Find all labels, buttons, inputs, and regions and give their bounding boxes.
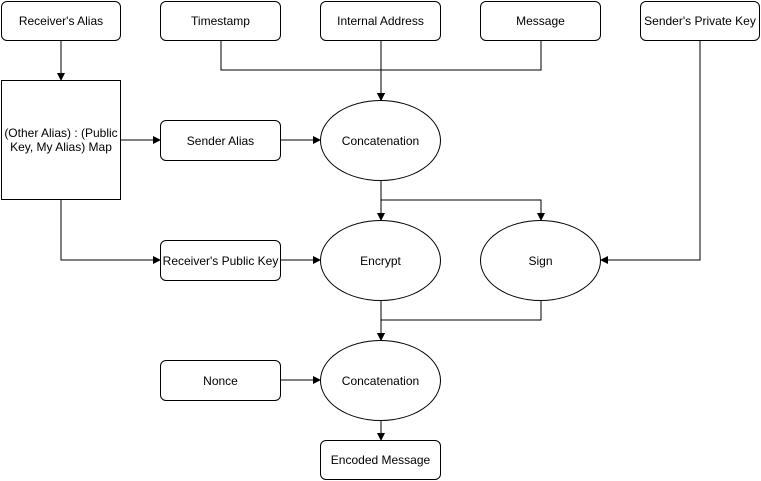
- node-encrypt: Encrypt: [320, 220, 441, 301]
- node-encoded-message: Encoded Message: [320, 440, 441, 480]
- node-nonce: Nonce: [160, 360, 281, 401]
- edge-alias-map-to-receivers-public-key: [60, 200, 161, 264]
- node-alias-map: (Other Alias) : (Public Key, My Alias) M…: [1, 80, 121, 200]
- node-receivers-alias: Receiver's Alias: [1, 1, 121, 41]
- node-sender-alias: Sender Alias: [160, 120, 281, 161]
- node-concatenation-2: Concatenation: [320, 340, 441, 421]
- edge-sign-to-concatenation-2: [377, 301, 542, 341]
- edge-timestamp-to-concatenation-1: [220, 41, 385, 101]
- node-receivers-public-key: Receiver's Public Key: [160, 240, 281, 281]
- node-timestamp: Timestamp: [160, 1, 281, 41]
- node-internal-address: Internal Address: [320, 1, 441, 41]
- node-concatenation-1: Concatenation: [320, 100, 441, 181]
- node-senders-private-key: Sender's Private Key: [640, 1, 760, 41]
- edge-message-to-concatenation-1: [377, 41, 542, 101]
- node-message: Message: [480, 1, 601, 41]
- node-sign: Sign: [480, 220, 601, 301]
- edge-concatenation-1-to-sign: [380, 181, 545, 221]
- edge-senders-private-key-to-sign: [600, 41, 701, 264]
